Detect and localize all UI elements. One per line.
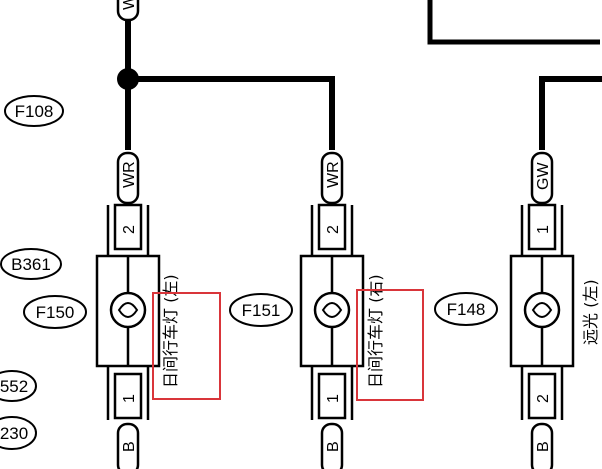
connector-230-label: 230 [0, 424, 28, 443]
wire-branch-right [128, 76, 335, 150]
wire-tag-bottom [320, 422, 344, 469]
wire-tag-top [116, 151, 140, 205]
pin-bottom [113, 372, 143, 420]
connector-f151 [229, 293, 293, 327]
lamp-label: 远光 (左) [581, 279, 600, 345]
connector-f148-label: F148 [447, 300, 486, 319]
connector-left-f150: F150 [23, 295, 87, 329]
wire-color-top: WR [121, 161, 138, 188]
wire-tag-bottom [530, 422, 554, 469]
wire-tag-bottom [116, 422, 140, 469]
connector-left-230: 230 [0, 416, 37, 450]
wire-tag-top [320, 151, 344, 205]
wire-color-bottom: B [121, 441, 138, 452]
connector-f108-label: F108 [15, 102, 54, 121]
component-box-edge [427, 0, 600, 45]
pin-bottom-number: 2 [535, 394, 552, 403]
connector-f150-label: F150 [36, 303, 75, 322]
pin-top [317, 203, 347, 251]
lamp-high-beam: F148 GW 1 2 B 远光 (左) [434, 151, 600, 469]
pin-bottom-number: 1 [325, 394, 342, 403]
junction-dot [117, 68, 139, 90]
connector-left-552: 552 [0, 370, 37, 402]
wire-tag-top [530, 151, 554, 205]
bulb-icon [313, 291, 351, 329]
pin-top-number: 2 [325, 225, 342, 234]
wire-color-top: WR [325, 161, 342, 188]
pin-bottom-number: 1 [121, 394, 138, 403]
highlight-box [356, 289, 424, 401]
lamp-drl-right: F151 WR 2 1 B 日间行车灯 (右) [229, 151, 424, 469]
pin-top-number: 1 [535, 225, 552, 234]
lamp-label: 日间行车灯 (右) [366, 274, 385, 388]
connector-f148 [434, 292, 498, 326]
connector-f151-label: F151 [242, 301, 281, 320]
wire-color-top: GW [535, 162, 552, 190]
wire-color-bottom: B [325, 441, 342, 452]
wire-color-bottom: B [535, 441, 552, 452]
pin-top-number: 2 [121, 225, 138, 234]
top-wire-label: W [121, 0, 138, 10]
bulb-icon [523, 291, 561, 329]
pin-bottom [317, 372, 347, 420]
connector-552-label: 552 [0, 377, 28, 396]
wire-gw [539, 76, 602, 150]
connector-b361-label: B361 [11, 255, 51, 274]
connector-left-f108: F108 [4, 95, 64, 127]
lamp-label: 日间行车灯 (左) [161, 274, 180, 388]
top-wire-tag: W [116, 0, 140, 22]
highlight-box [152, 292, 221, 400]
lamp-drl-left: WR 2 1 B 日间行车灯 (左) [95, 151, 221, 469]
pin-bottom [527, 372, 557, 420]
connector-left-b361: B361 [0, 248, 62, 280]
pin-top [527, 203, 557, 251]
pin-top [113, 203, 143, 251]
bulb-icon [109, 291, 147, 329]
